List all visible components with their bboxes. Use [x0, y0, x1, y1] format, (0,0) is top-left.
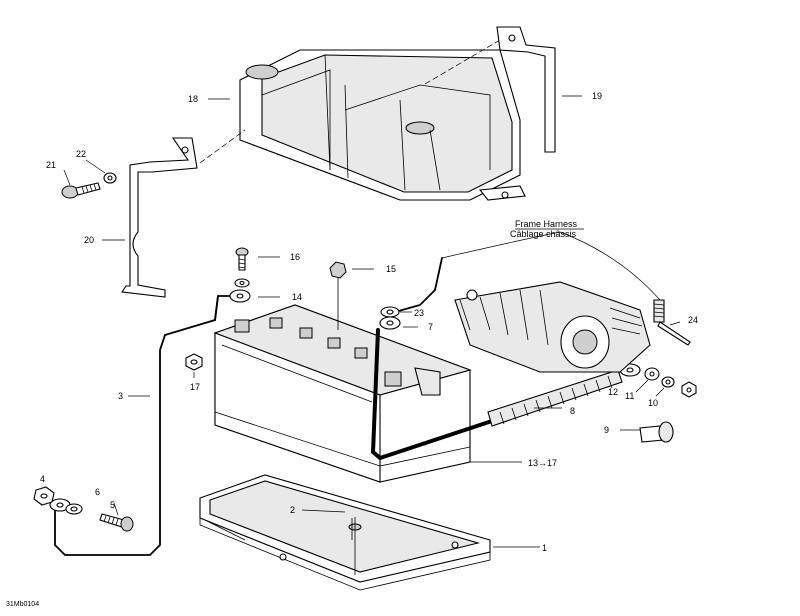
callouts: 1 2 3 4 5 6 7 8 9 10 11 12 13→17 14 15 1… [40, 91, 698, 553]
callout-17: 17 [190, 382, 200, 392]
washer-14 [234, 278, 250, 288]
callout-14: 14 [292, 292, 302, 302]
callout-21: 21 [46, 160, 56, 170]
nut-17 [185, 353, 203, 371]
callout-5: 5 [110, 500, 115, 510]
screw-16 [235, 247, 249, 271]
leader-lines [63, 95, 681, 548]
callout-10: 10 [648, 398, 658, 408]
washer-6 [65, 503, 83, 515]
callout-6: 6 [95, 487, 100, 497]
harness-label-fr: Câblage châssis [510, 229, 577, 239]
nut-4 [33, 486, 55, 506]
washer-22 [103, 172, 117, 184]
harness-label-en: Frame Harness [515, 219, 578, 229]
callout-2: 2 [290, 505, 295, 515]
bolt-5 [99, 513, 134, 532]
callout-1: 1 [542, 543, 547, 553]
connector-24 [653, 299, 691, 346]
callout-13-17: 13→17 [528, 458, 557, 468]
callout-7: 7 [428, 322, 433, 332]
screw-21 [61, 182, 101, 199]
starter-motor [454, 281, 651, 373]
callout-24: 24 [688, 315, 698, 325]
callout-9: 9 [604, 425, 609, 435]
washer-11 [661, 376, 675, 388]
cover-bracket [496, 26, 556, 153]
callout-22: 22 [76, 149, 86, 159]
terminal-bolt-15 [329, 261, 347, 330]
callout-11: 11 [625, 391, 634, 401]
battery-bracket [121, 137, 198, 298]
callout-16: 16 [290, 252, 300, 262]
frame-harness-label: Frame Harness Câblage châssis [510, 219, 584, 239]
drawing-id: 31Mb0104 [6, 601, 39, 608]
battery-cover [199, 39, 526, 201]
ground-cable [49, 289, 251, 556]
harness-wire [380, 231, 661, 318]
positive-cable [370, 316, 641, 461]
tray-bolt [348, 517, 362, 575]
callout-4: 4 [40, 474, 45, 484]
callout-12: 12 [608, 387, 618, 397]
callout-15: 15 [386, 264, 396, 274]
callout-8: 8 [570, 406, 575, 416]
nut-10 [681, 381, 697, 398]
terminal-cap-9 [639, 421, 674, 443]
washer-12 [644, 367, 660, 381]
callout-23: 23 [414, 308, 424, 318]
callout-18: 18 [188, 94, 198, 104]
battery [213, 304, 522, 483]
callout-19: 19 [592, 91, 602, 101]
battery-tray [199, 474, 491, 591]
callout-3: 3 [118, 391, 123, 401]
callout-20: 20 [84, 235, 94, 245]
